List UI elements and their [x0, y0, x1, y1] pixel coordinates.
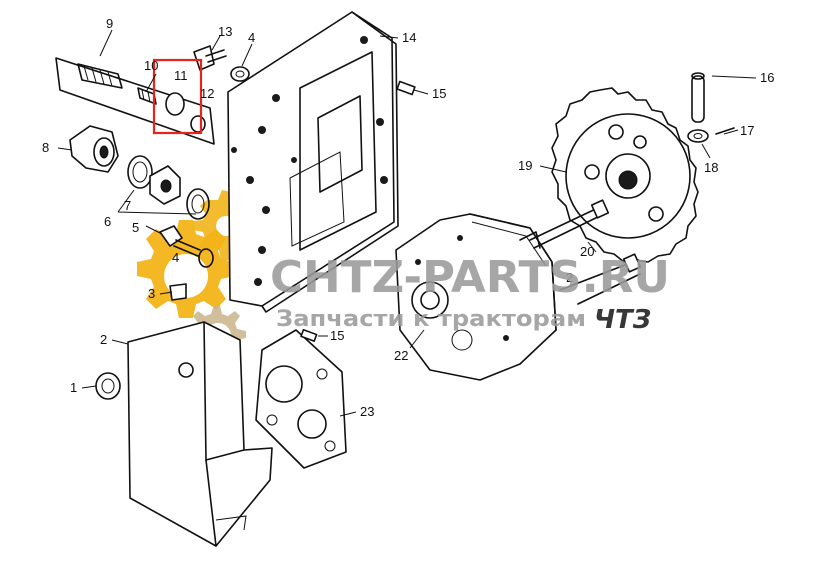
callout-7: 7	[124, 198, 131, 213]
callout-17: 17	[740, 123, 754, 138]
callout-18: 18	[704, 160, 718, 175]
callout-20: 20	[580, 244, 594, 259]
washer-6b	[186, 188, 210, 220]
callout-1: 1	[70, 380, 77, 395]
callout-5: 5	[132, 220, 139, 235]
callout-16: 16	[760, 70, 774, 85]
watermark-brand-mark: ЧТЗ	[594, 305, 651, 335]
gasket	[255, 329, 347, 469]
washer-4-mid	[198, 248, 214, 268]
watermark: CHTZ-PARTS.RU Запчасти к тракторам ЧТЗ	[270, 252, 670, 335]
callout-13: 13	[218, 24, 232, 39]
plug-3	[169, 283, 187, 301]
callout-9: 9	[106, 16, 113, 31]
callout-23: 23	[360, 404, 374, 419]
shaft-bolts	[529, 199, 642, 305]
dowel-15-top	[396, 80, 416, 96]
callout-4a: 4	[248, 30, 255, 45]
watermark-tagline: Запчасти к тракторам	[276, 307, 586, 332]
drive-gear	[551, 87, 699, 263]
highlight-box	[152, 58, 203, 135]
union-nut	[69, 125, 119, 173]
callout-8: 8	[42, 140, 49, 155]
callout-19: 19	[518, 158, 532, 173]
callout-14: 14	[402, 30, 416, 45]
callout-22: 22	[394, 348, 408, 363]
callout-10: 10	[144, 58, 158, 73]
bolt-5	[159, 225, 201, 257]
base-bracket	[127, 321, 273, 547]
spring-assembly	[55, 45, 227, 145]
callout-6: 6	[104, 214, 111, 229]
cover-plate	[227, 11, 399, 313]
leader-lines	[57, 29, 757, 417]
callout-2a: 2	[100, 332, 107, 347]
callout-15a: 15	[432, 86, 446, 101]
nut-7	[149, 165, 181, 205]
callout-4b: 4	[172, 250, 179, 265]
callout-2b: 2	[566, 270, 573, 285]
pump-housing	[395, 213, 557, 381]
washer-1	[95, 372, 121, 400]
washer-18	[687, 129, 709, 143]
washer-6a	[127, 155, 153, 189]
callout-15b: 15	[330, 328, 344, 343]
callout-12: 12	[200, 86, 214, 101]
callout-labels: 9 10 11 12 13 4 14 15 16 17 18 19 8 7 6 …	[42, 16, 774, 419]
dowel-15-bottom	[300, 328, 318, 342]
split-pin	[715, 127, 735, 135]
pin	[691, 72, 705, 123]
watermark-brand: CHTZ-PARTS.RU	[270, 252, 670, 303]
callout-11: 11	[174, 68, 188, 83]
washer-4-top	[230, 66, 250, 82]
callout-3: 3	[148, 286, 155, 301]
